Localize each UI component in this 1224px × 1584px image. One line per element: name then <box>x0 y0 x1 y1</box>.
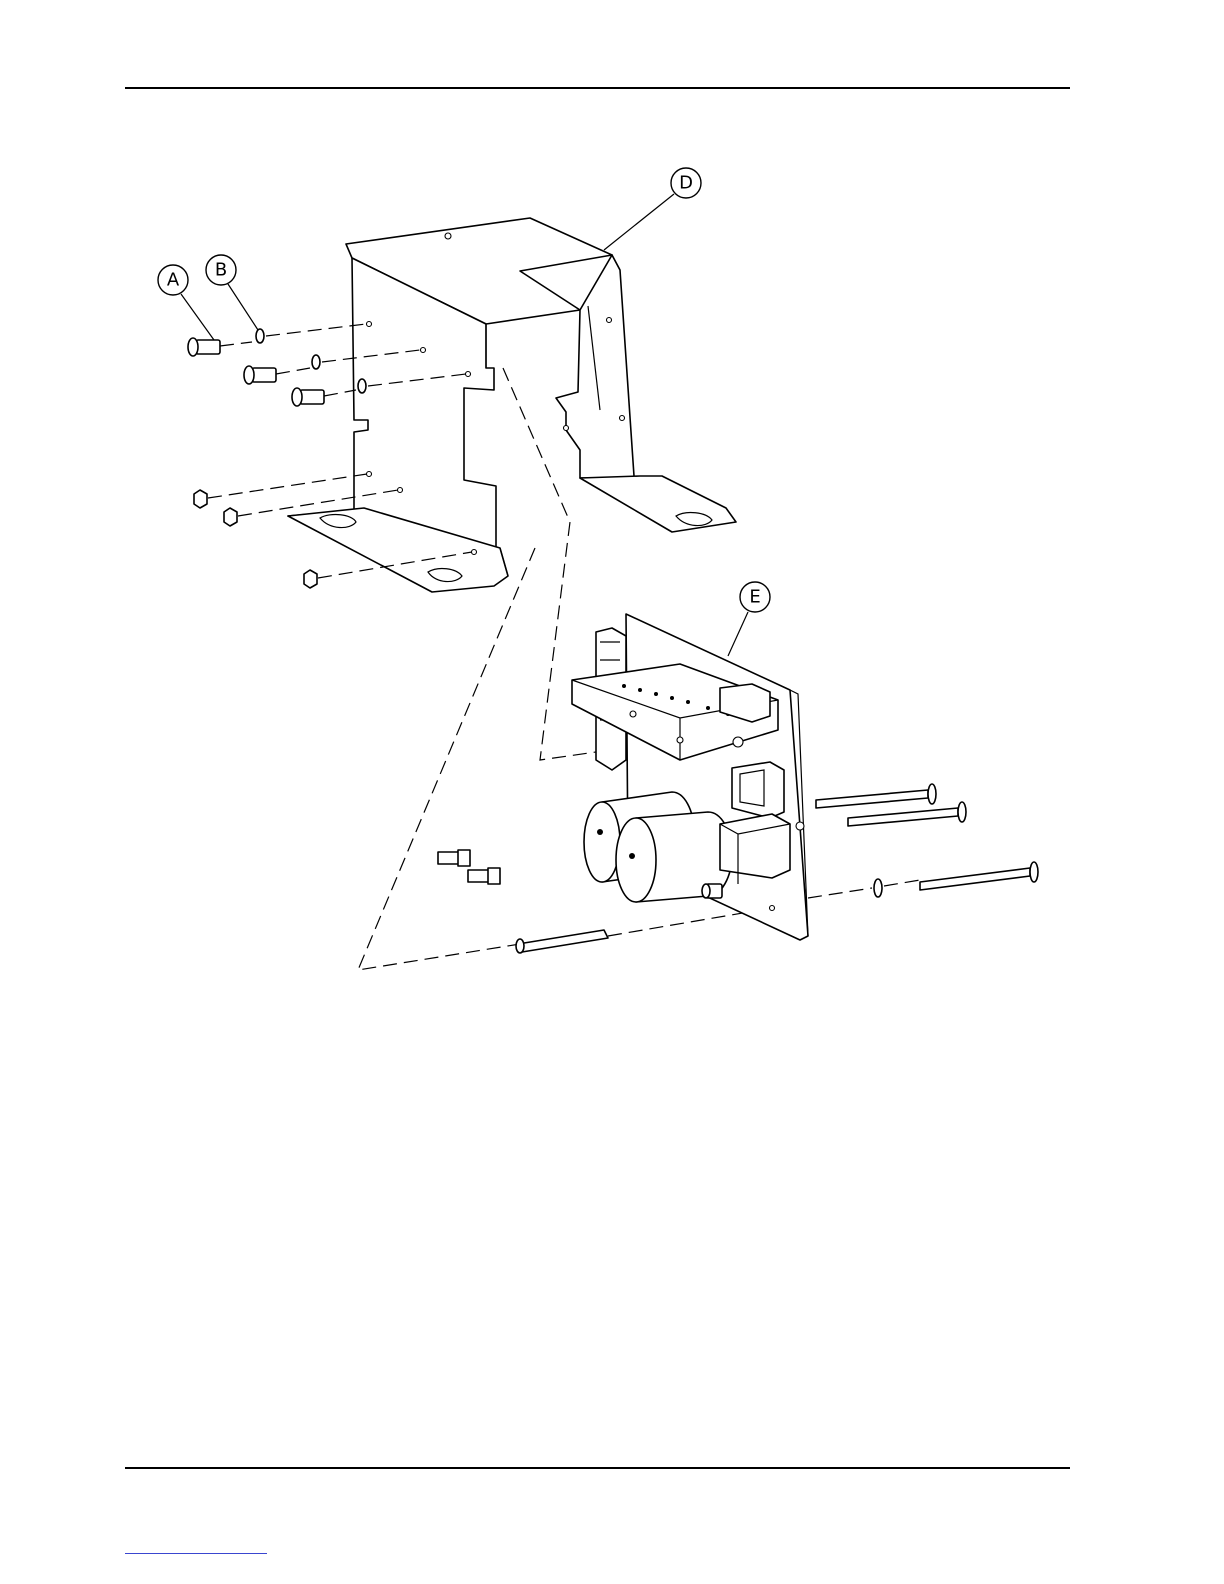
circuit-board-assembly <box>572 614 808 940</box>
footer-link-underline[interactable] <box>125 1553 267 1554</box>
callout-d: D <box>604 168 701 250</box>
nut-set <box>194 490 317 588</box>
callout-e: E <box>728 582 770 656</box>
assembly-lines <box>208 324 920 970</box>
callout-b: B <box>206 255 258 330</box>
standoff-set <box>438 850 608 953</box>
callout-e-label: E <box>749 587 760 608</box>
callout-a: A <box>158 265 214 340</box>
callout-a-label: A <box>167 270 180 291</box>
footer-rule <box>125 1467 1070 1469</box>
screw-set <box>188 329 366 406</box>
long-screw-set <box>816 784 1038 897</box>
callout-d-label: D <box>679 173 693 194</box>
callout-b-label: B <box>215 260 227 281</box>
mounting-bracket <box>288 218 736 592</box>
